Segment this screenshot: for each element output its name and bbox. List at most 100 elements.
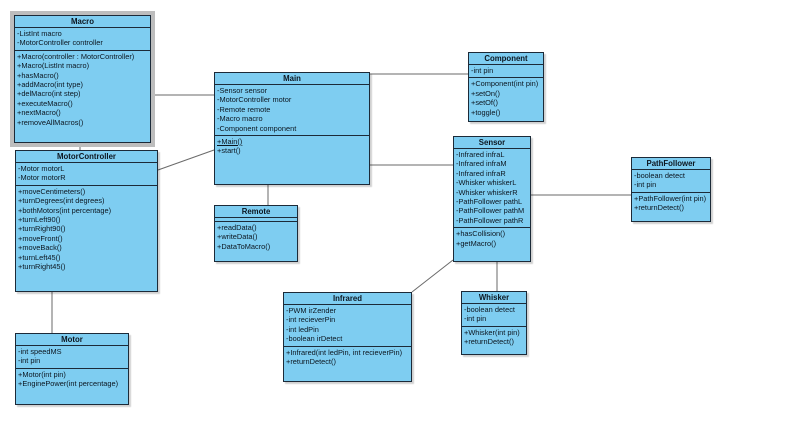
association-sensor-infrared [411, 259, 454, 293]
operation: +Component(int pin) [471, 79, 539, 89]
attribute: -int ledPin [286, 324, 319, 334]
operation: +turnRight45() [18, 262, 66, 272]
operation: +returnDetect() [286, 357, 336, 367]
operations: +Macro(controller : MotorController) +Ma… [15, 51, 150, 129]
class-name: Main [215, 73, 369, 85]
operation: +Macro(controller : MotorController) [17, 51, 135, 61]
operation: +writeData() [217, 232, 258, 242]
operation: +hasCollision() [456, 229, 506, 239]
operation: +Motor(int pin) [18, 369, 66, 379]
attribute: -boolean detect [634, 171, 685, 180]
operation: +readData() [217, 223, 257, 232]
attributes: -int pin [469, 65, 543, 79]
attribute: -PathFollower pathL [456, 197, 523, 207]
class-name: Macro [15, 16, 150, 28]
attribute: -Whisker whiskerL [456, 178, 517, 188]
attribute: -Motor motorL [18, 164, 65, 173]
operations: +hasCollision() +getMacro() [454, 228, 530, 250]
attribute: -MotorController controller [17, 38, 103, 48]
attribute: -int speedMS [18, 347, 62, 356]
attributes: -Motor motorL -Motor motorR [16, 163, 157, 186]
class-component[interactable]: Component -int pin +Component(int pin) +… [468, 52, 544, 122]
attribute: -Component component [217, 123, 297, 133]
operation: +Whisker(int pin) [464, 327, 520, 337]
attribute: -int pin [471, 66, 494, 75]
operation: +EnginePower(int percentage) [18, 379, 119, 389]
class-name: Whisker [462, 292, 526, 304]
class-motorcontroller[interactable]: MotorController -Motor motorL -Motor mot… [15, 150, 158, 292]
operation: +moveFront() [18, 233, 63, 243]
class-whisker[interactable]: Whisker -boolean detect -int pin +Whiske… [461, 291, 527, 355]
operations: +Main() +start() [215, 136, 369, 158]
class-main[interactable]: Main -Sensor sensor -MotorController mot… [214, 72, 370, 185]
operation: +Infrared(int ledPin, int recieverPin) [286, 347, 403, 357]
attribute: -PathFollower pathR [456, 215, 524, 225]
attribute: -Sensor sensor [217, 86, 268, 95]
operation: +nextMacro() [17, 108, 61, 118]
operations: +PathFollower(int pin) +returnDetect() [632, 193, 710, 215]
operation: +setOf() [471, 98, 498, 108]
attribute: -Macro macro [217, 114, 263, 124]
operation: +moveBack() [18, 243, 62, 253]
attribute: -Infrared infraM [456, 159, 507, 169]
attribute: -Whisker whiskerR [456, 187, 518, 197]
attributes: -ListInt macro -MotorController controll… [15, 28, 150, 51]
operation: +returnDetect() [634, 203, 684, 213]
attribute: -PathFollower pathM [456, 206, 525, 216]
operation: +turnLeft90() [18, 215, 61, 225]
attributes: -boolean detect -int pin [632, 170, 710, 193]
class-pathfollower[interactable]: PathFollower -boolean detect -int pin +P… [631, 157, 711, 222]
operation: +Main() [217, 137, 243, 147]
operation: +DataToMacro() [217, 241, 271, 251]
class-name: Motor [16, 334, 128, 346]
attribute: -boolean irDetect [286, 334, 343, 344]
operation: +executeMacro() [17, 98, 73, 108]
operation: +removeAllMacros() [17, 117, 84, 127]
operations: +Infrared(int ledPin, int recieverPin) +… [284, 347, 411, 369]
attribute: -MotorController motor [217, 95, 292, 105]
attribute: -int recieverPin [286, 315, 336, 325]
operation: +addMacro(int type) [17, 80, 83, 90]
attribute: -PWM irZender [286, 306, 337, 315]
class-infrared[interactable]: Infrared -PWM irZender -int recieverPin … [283, 292, 412, 382]
class-name: Sensor [454, 137, 530, 149]
attribute: -Motor motorR [18, 173, 66, 183]
operation: +turnLeft45() [18, 252, 61, 262]
association-main-motorcontroller [157, 149, 215, 171]
operation: +start() [217, 146, 241, 156]
attribute: -Infrared infraR [456, 168, 506, 178]
operation: +turnDegrees(int degrees) [18, 196, 105, 206]
attribute: -int pin [18, 356, 41, 366]
attributes: -Sensor sensor -MotorController motor -R… [215, 85, 369, 137]
operation: +getMacro() [456, 238, 497, 248]
operation: +setOn() [471, 88, 500, 98]
class-name: Remote [215, 206, 297, 218]
class-sensor[interactable]: Sensor -Infrared infraL -Infrared infraM… [453, 136, 531, 262]
attribute: -int pin [634, 180, 657, 190]
operation: +returnDetect() [464, 337, 514, 347]
operations: +Whisker(int pin) +returnDetect() [462, 327, 526, 349]
operations: +moveCentimeters() +turnDegrees(int degr… [16, 186, 157, 274]
operation: +toggle() [471, 107, 501, 117]
operations: +Component(int pin) +setOn() +setOf() +t… [469, 78, 543, 119]
attribute: -Infrared infraL [456, 150, 505, 159]
class-name: MotorController [16, 151, 157, 163]
class-name: Infrared [284, 293, 411, 305]
class-remote[interactable]: Remote +readData() +writeData() +DataToM… [214, 205, 298, 262]
operation: +PathFollower(int pin) [634, 193, 707, 203]
operations: +readData() +writeData() +DataToMacro() [215, 222, 297, 253]
attributes: -PWM irZender -int recieverPin -int ledP… [284, 305, 411, 347]
class-name: Component [469, 53, 543, 65]
operation: +hasMacro() [17, 70, 59, 80]
attribute: -int pin [464, 314, 487, 324]
class-macro[interactable]: Macro -ListInt macro -MotorController co… [10, 11, 155, 147]
attribute: -Remote remote [217, 104, 271, 114]
attribute: -ListInt macro [17, 29, 62, 38]
operation: +bothMotors(int percentage) [18, 205, 112, 215]
operations: +Motor(int pin) +EnginePower(int percent… [16, 369, 128, 391]
attributes [215, 218, 297, 222]
class-motor[interactable]: Motor -int speedMS -int pin +Motor(int p… [15, 333, 129, 405]
attributes: -Infrared infraL -Infrared infraM -Infra… [454, 149, 530, 229]
operation: +turnRight90() [18, 224, 66, 234]
